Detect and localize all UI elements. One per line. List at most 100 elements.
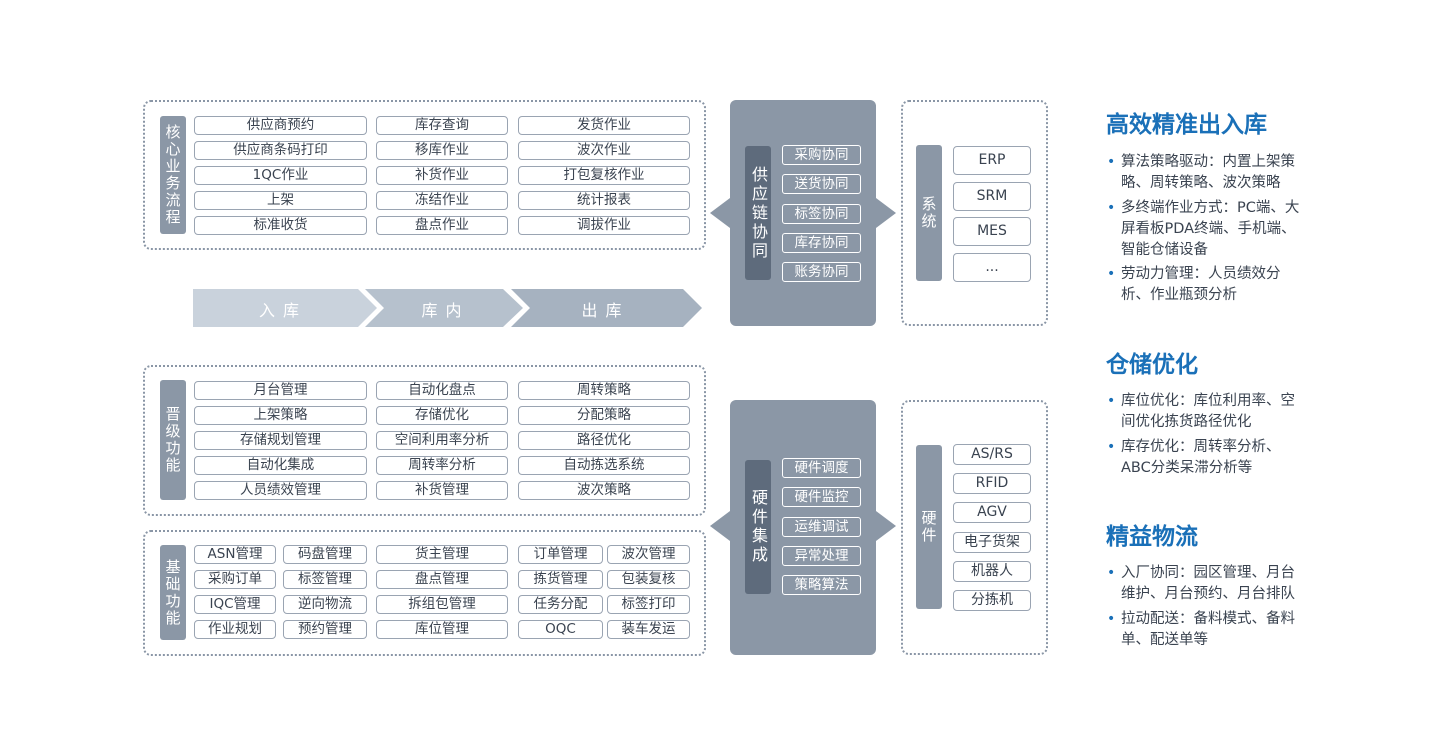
basic-cell: 作业规划 xyxy=(194,620,276,639)
advanced-cell: 自动化盘点 xyxy=(376,381,508,400)
advanced-cell: 补货管理 xyxy=(376,481,508,500)
basic-cell: 任务分配 xyxy=(518,595,603,614)
basic-panel xyxy=(143,530,706,656)
core-label: 核心业务流程 xyxy=(160,116,186,234)
bullet-icon: • xyxy=(1107,200,1116,216)
basic-cell: 盘点管理 xyxy=(376,570,508,589)
supply-item: 库存协同 xyxy=(782,232,861,253)
supply-right-arrow xyxy=(876,198,896,228)
hwint-item: 硬件调度 xyxy=(782,458,861,478)
advanced-cell: 上架策略 xyxy=(194,406,367,425)
basic-cell: OQC xyxy=(518,620,603,639)
basic-cell: 订单管理 xyxy=(518,545,603,564)
core-cell: 供应商条码打印 xyxy=(194,141,367,160)
hardware-item: AGV xyxy=(953,502,1031,524)
hardware-item: 分拣机 xyxy=(953,590,1031,611)
benefit-item: • 多终端作业方式：PC端、大屏看板PDA终端、手机端、智能仓储设备 xyxy=(1106,198,1306,261)
basic-cell: 包装复核 xyxy=(607,570,690,589)
core-cell: 上架 xyxy=(194,191,367,210)
basic-cell: 库位管理 xyxy=(376,620,508,639)
advanced-label: 晋级功能 xyxy=(160,380,186,500)
benefit-item: • 入厂协同：园区管理、月台维护、月台预约、月台排队 xyxy=(1106,563,1306,605)
benefit-text: 劳动力管理：人员绩效分析、作业瓶颈分析 xyxy=(1121,266,1281,303)
advanced-cell: 周转率分析 xyxy=(376,456,508,475)
bullet-icon: • xyxy=(1107,154,1116,170)
benefit-item: • 库位优化：库位利用率、空间优化拣货路径优化 xyxy=(1106,391,1306,433)
core-cell: 波次作业 xyxy=(518,141,690,160)
hardware-item: AS/RS xyxy=(953,444,1031,465)
hwint-left-arrow xyxy=(710,511,730,541)
hwint-right-arrow xyxy=(876,511,896,541)
flow-label-out: 出库 xyxy=(581,300,630,320)
basic-cell: 采购订单 xyxy=(194,570,276,589)
core-cell: 移库作业 xyxy=(376,141,508,160)
advanced-cell: 周转策略 xyxy=(518,381,690,400)
hwint-item: 运维调试 xyxy=(782,516,861,537)
basic-cell: 拆组包管理 xyxy=(376,595,508,614)
advanced-cell: 分配策略 xyxy=(518,406,690,425)
advanced-cell: 月台管理 xyxy=(194,381,367,400)
benefit-text: 算法策略驱动：内置上架策略、周转策略、波次策略 xyxy=(1121,154,1295,191)
benefit-text: 拉动配送：备料模式、备料单、配送单等 xyxy=(1121,611,1295,648)
supply-item: 采购协同 xyxy=(782,145,861,165)
core-cell: 发货作业 xyxy=(518,116,690,135)
supply-left-arrow xyxy=(710,198,730,228)
system-item: SRM xyxy=(953,181,1031,211)
bullet-icon: • xyxy=(1107,565,1116,581)
benefit-item: • 算法策略驱动：内置上架策略、周转策略、波次策略 xyxy=(1106,152,1306,194)
flow-label-inside: 库内 xyxy=(421,300,470,320)
advanced-cell: 人员绩效管理 xyxy=(194,481,367,500)
hardware-label: 硬件 xyxy=(916,445,942,609)
benefit-item: • 库存优化：周转率分析、ABC分类呆滞分析等 xyxy=(1106,437,1306,479)
benefit-text: 库位优化：库位利用率、空间优化拣货路径优化 xyxy=(1121,393,1295,430)
flow-stage-out xyxy=(511,289,702,327)
system-item: ... xyxy=(953,253,1031,283)
core-panel xyxy=(143,100,706,250)
hwint-item: 硬件监控 xyxy=(782,487,861,508)
bullet-icon: • xyxy=(1107,393,1116,409)
supply-item: 账务协同 xyxy=(782,262,861,283)
benefit-item: • 拉动配送：备料模式、备料单、配送单等 xyxy=(1106,609,1306,651)
bullet-icon: • xyxy=(1107,266,1116,282)
hwint-label: 硬件集成 xyxy=(745,460,771,594)
benefit-item: • 劳动力管理：人员绩效分析、作业瓶颈分析 xyxy=(1106,264,1306,306)
benefit-text: 入厂协同：园区管理、月台维护、月台预约、月台排队 xyxy=(1121,565,1295,602)
hwint-item: 策略算法 xyxy=(782,575,861,596)
basic-cell: 波次管理 xyxy=(607,545,690,564)
core-cell: 补货作业 xyxy=(376,166,508,185)
basic-cell: ASN管理 xyxy=(194,545,276,564)
core-cell: 盘点作业 xyxy=(376,216,508,235)
core-cell: 调拔作业 xyxy=(518,216,690,235)
bullet-icon: • xyxy=(1107,611,1116,627)
basic-cell: IQC管理 xyxy=(194,595,276,614)
advanced-panel xyxy=(143,365,706,516)
basic-label: 基础功能 xyxy=(160,545,186,640)
basic-cell: 逆向物流 xyxy=(283,595,367,614)
flow-stage-in xyxy=(193,289,377,327)
basic-cell: 装车发运 xyxy=(607,620,690,639)
basic-cell: 码盘管理 xyxy=(283,545,367,564)
advanced-cell: 路径优化 xyxy=(518,431,690,450)
flow-label-in: 入库 xyxy=(258,300,307,320)
core-cell: 标准收货 xyxy=(194,216,367,235)
hardware-panel xyxy=(901,400,1048,655)
core-cell: 打包复核作业 xyxy=(518,166,690,185)
core-cell: 供应商预约 xyxy=(194,116,367,135)
supply-item: 标签协同 xyxy=(782,203,861,224)
basic-cell: 预约管理 xyxy=(283,620,367,639)
core-cell: 冻结作业 xyxy=(376,191,508,210)
benefit-title: 高效精准出入库 xyxy=(1106,112,1267,138)
bullet-icon: • xyxy=(1107,439,1116,455)
basic-cell: 标签管理 xyxy=(283,570,367,589)
benefit-text: 多终端作业方式：PC端、大屏看板PDA终端、手机端、智能仓储设备 xyxy=(1121,200,1300,258)
hardware-item: RFID xyxy=(953,473,1031,495)
benefit-text: 库存优化：周转率分析、ABC分类呆滞分析等 xyxy=(1121,439,1281,476)
benefit-title: 仓储优化 xyxy=(1106,352,1198,378)
systems-label: 系统 xyxy=(916,145,942,281)
advanced-cell: 存储规划管理 xyxy=(194,431,367,450)
system-item: ERP xyxy=(953,146,1031,175)
basic-cell: 拣货管理 xyxy=(518,570,603,589)
supply-item: 送货协同 xyxy=(782,174,861,195)
advanced-cell: 自动化集成 xyxy=(194,456,367,475)
flow-bar xyxy=(193,289,702,327)
